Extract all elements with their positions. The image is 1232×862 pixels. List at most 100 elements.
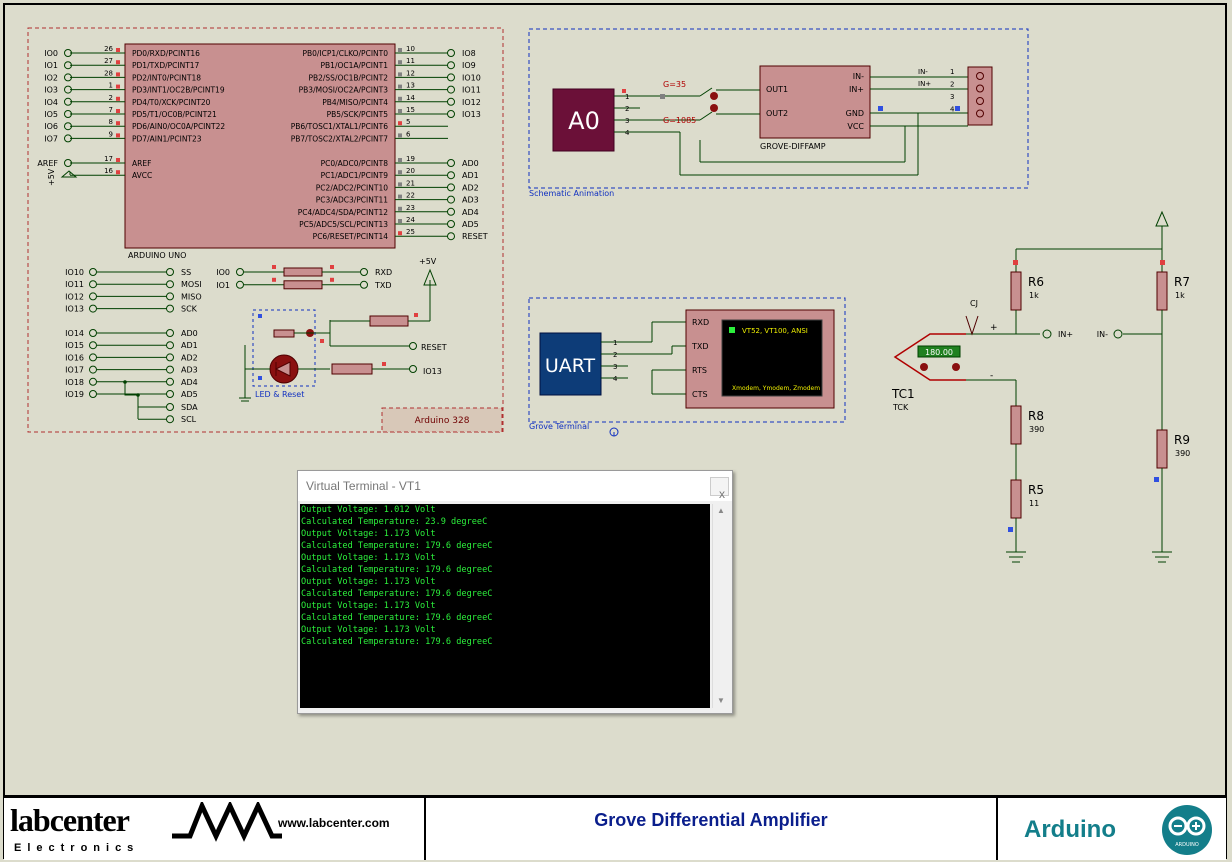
scroll-up-icon[interactable]: ▲	[717, 506, 725, 515]
alias-target: AD0	[181, 329, 198, 338]
terminal-scrollbar[interactable]: ▲ ▼	[712, 504, 729, 708]
pin-number: 1	[109, 82, 113, 90]
net-label: IO11	[462, 86, 481, 95]
gain-low-label: G=35	[663, 80, 686, 89]
pin-label: PC2/ADC2/PCINT10	[316, 183, 388, 192]
pin-number: 9	[109, 130, 113, 138]
alias-target: AD2	[181, 353, 198, 362]
pin-number: 14	[406, 94, 415, 102]
resistor-ref: R8	[1028, 409, 1044, 423]
a0-pin-number: 1	[625, 93, 629, 101]
uart-pin-number: 3	[613, 363, 617, 371]
pin-label: PC6/RESET/PCINT14	[313, 232, 389, 241]
company-logo: labcenter	[10, 802, 130, 838]
uart-pin-number: 4	[613, 375, 618, 383]
pin-number: 21	[406, 179, 415, 187]
pin-label: PD7/AIN1/PCINT23	[132, 134, 202, 143]
resistor-value: 1k	[1175, 291, 1185, 300]
resistor-ref: R7	[1174, 275, 1190, 289]
net-label: IO2	[44, 73, 58, 82]
terminal-line: Calculated Temperature: 179.6 degreeC	[301, 637, 493, 647]
virtual-terminal-titlebar[interactable]: Virtual Terminal - VT1 x	[298, 471, 732, 501]
alias-target: SS	[181, 268, 191, 277]
net-label: AD1	[462, 171, 479, 180]
pin-label: AVCC	[132, 171, 152, 180]
pin-number: 6	[406, 130, 411, 138]
alias-target: AD4	[181, 378, 198, 387]
pin-number: 12	[406, 69, 415, 77]
net-label: AD5	[462, 220, 479, 229]
project-title: Grove Differential Amplifier	[594, 810, 828, 830]
gnd-label: GND	[846, 109, 864, 118]
tc-minus-label: -	[990, 371, 993, 381]
connector-net: IN+	[918, 80, 931, 88]
pin-number: 7	[109, 106, 113, 114]
net-label: IO10	[462, 73, 481, 82]
led-reset-label: LED & Reset	[255, 390, 304, 399]
pin-number: 16	[104, 167, 113, 175]
net-label: IO8	[462, 49, 476, 58]
serial-net: IO0	[216, 268, 230, 277]
net-label: IO4	[44, 98, 58, 107]
net-label: IO6	[44, 122, 58, 131]
pin-label: PB0/ICP1/CLKO/PCINT0	[302, 49, 388, 58]
terminal-line: Output Voltage: 1.173 Volt	[301, 529, 436, 539]
net-label: IO5	[44, 110, 58, 119]
pin-number: 10	[406, 45, 415, 53]
net-label: IO1	[44, 61, 58, 70]
alias-target: AD1	[181, 341, 198, 350]
terminal-line: Output Voltage: 1.012 Volt	[301, 505, 436, 515]
net-label: IO13	[462, 110, 481, 119]
virtual-terminal-window[interactable]: Virtual Terminal - VT1 x Output Voltage:…	[297, 470, 733, 714]
resistor-value: 390	[1029, 425, 1044, 434]
brand-name: Arduino	[1024, 816, 1116, 843]
connector-pin: 3	[950, 93, 954, 101]
net-label: IO3	[44, 86, 58, 95]
terminal-signal: RTS	[692, 366, 707, 375]
alias-net: IO12	[65, 292, 84, 301]
cold-junction-label: CJ	[970, 299, 978, 308]
out2-label: OUT2	[766, 109, 788, 118]
out1-label: OUT1	[766, 85, 788, 94]
alias-target: SCK	[181, 305, 198, 314]
pin-number: 5	[406, 118, 410, 126]
title-block: labcenter www.labcenter.com Electronics …	[4, 796, 1226, 860]
alias-net: IO11	[65, 280, 84, 289]
gain-high-label: G=1085	[663, 116, 696, 125]
uart-label: UART	[545, 355, 596, 377]
resistor-value: 390	[1175, 449, 1190, 458]
vcc-label: VCC	[847, 122, 864, 131]
net-label: IO9	[462, 61, 476, 70]
thermocouple-ref: TC1	[891, 387, 915, 401]
connector-pin: 4	[950, 106, 955, 114]
thermocouple-reading: 180.00	[925, 348, 953, 357]
company-url: www.labcenter.com	[278, 816, 390, 830]
alias-net: IO13	[65, 305, 84, 314]
net-label: AD3	[462, 196, 479, 205]
terminal-screen-footer: Xmodem, Ymodem, Zmodem	[732, 385, 820, 392]
pin-number: 2	[109, 94, 113, 102]
terminal-screen-title: VT52, VT100, ANSI	[742, 327, 808, 335]
terminal-line: Output Voltage: 1.173 Volt	[301, 553, 436, 563]
alias-target: MOSI	[181, 280, 202, 289]
net-in-plus: IN+	[1058, 330, 1073, 339]
connector-pin: 1	[950, 68, 954, 76]
i2c-label: SCL	[181, 415, 197, 424]
net-label: IO12	[462, 98, 481, 107]
close-button[interactable]: x	[710, 477, 729, 501]
scroll-down-icon[interactable]: ▼	[717, 696, 725, 705]
pin-label: PB6/TOSC1/XTAL1/PCINT6	[291, 122, 389, 131]
net-label: AD0	[462, 159, 479, 168]
pin-label: PB2/SS/OC1B/PCINT2	[308, 73, 388, 82]
i2c-label: SDA	[181, 403, 198, 412]
thermocouple-type: TCK	[892, 403, 909, 412]
pin-number: 17	[104, 155, 113, 163]
close-icon: x	[719, 487, 725, 501]
svg-text:ARDUINO: ARDUINO	[1175, 842, 1199, 848]
net-label: RESET	[462, 232, 488, 241]
tc-plus-label: +	[990, 323, 998, 333]
